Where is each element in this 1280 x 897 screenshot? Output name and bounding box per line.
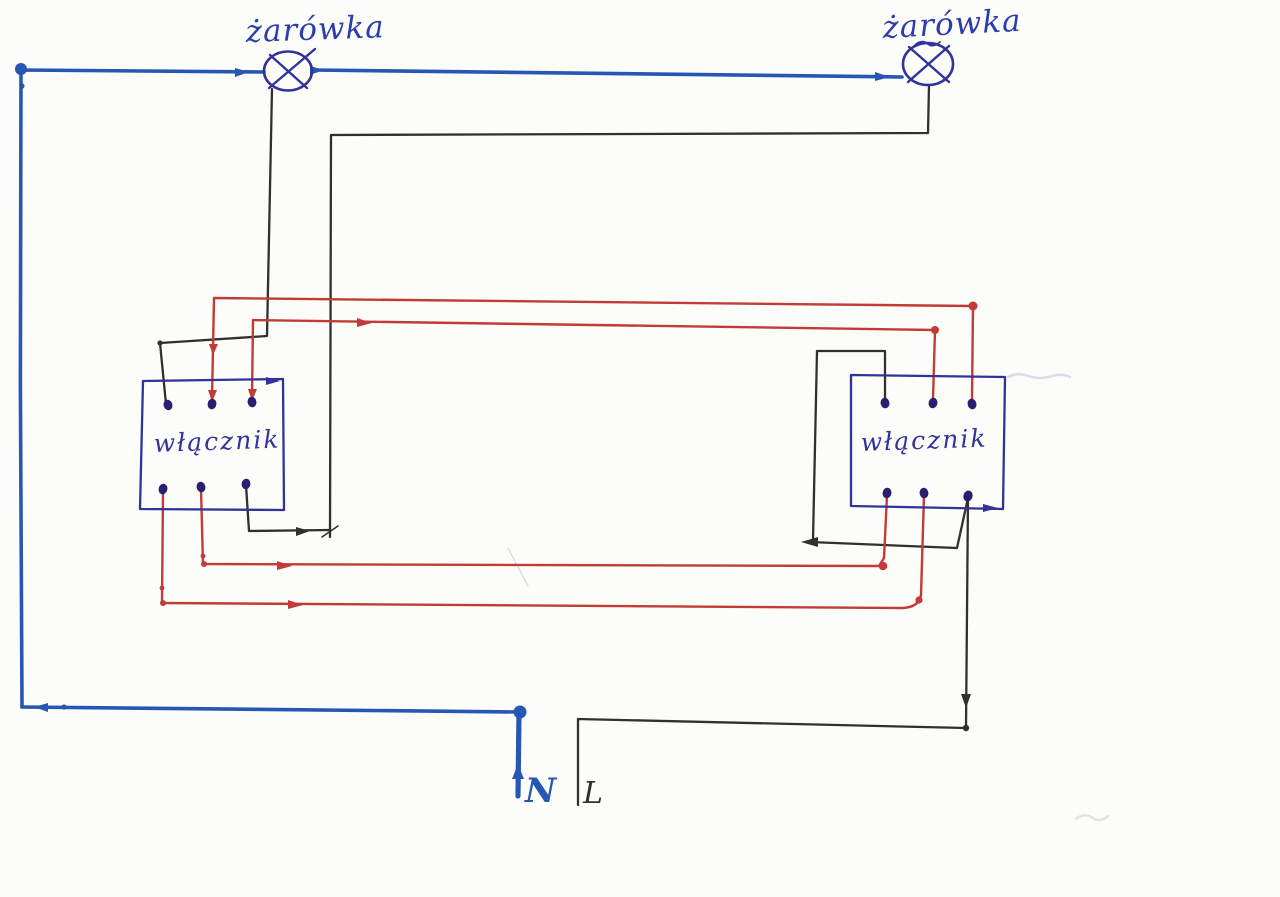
bulb-right-label: żarówka	[881, 3, 1023, 46]
red-arrowhead	[288, 600, 303, 609]
red-arrowhead	[248, 389, 257, 401]
navy-box-markers	[266, 377, 998, 512]
switch-right-box	[849, 373, 1007, 511]
switch-right-terminal-top-3	[967, 398, 977, 410]
black-junction-dot	[962, 724, 970, 732]
red-arrowhead	[208, 390, 217, 402]
red-ink-blob	[201, 561, 207, 567]
pencil-line-artifact	[507, 547, 529, 587]
bulb-right-cross	[906, 44, 951, 84]
corner-overshoot-tick	[321, 525, 339, 538]
blue-arrowhead	[235, 68, 249, 77]
blue-arrowhead	[34, 703, 48, 712]
navy-arrowhead	[266, 377, 280, 385]
blue-ink-blob	[19, 83, 25, 89]
switch-right-terminal-bottom-1	[882, 487, 892, 499]
red-arrowhead	[357, 318, 372, 327]
blue-wire-markers	[15, 63, 890, 779]
blue-corner-junction-dot	[15, 63, 27, 75]
switch-right-terminal-bottom-2	[919, 487, 929, 499]
neutral-junction-dot	[513, 705, 527, 719]
red-arrowhead	[209, 344, 218, 355]
neutral-terminal-drop-wire	[515, 708, 522, 799]
switch-right-terminal-bottom-3	[963, 490, 973, 502]
switch-left-terminal-bottom-1	[158, 483, 168, 495]
black-corner-dot	[157, 340, 163, 346]
bulb-left-symbol	[262, 50, 314, 92]
red-ink-blob	[200, 553, 206, 559]
red-corner-dot	[915, 596, 923, 604]
switch-left-terminal-top-3	[247, 396, 257, 408]
switch-right-terminal-top-1	[880, 397, 890, 409]
black-wire-markers	[157, 340, 971, 732]
black-arrowhead	[296, 527, 310, 536]
switch-left-box	[138, 377, 286, 512]
switch-boxes-and-bulbs	[138, 40, 1007, 512]
traveler-top-inner-wire	[250, 318, 937, 401]
pencil-scribble-artifact	[1006, 373, 1072, 380]
bulb-left-label: żarówka	[244, 9, 385, 50]
neutral-bottom-wire	[20, 705, 522, 714]
black-arrowhead	[801, 537, 818, 547]
blue-ink-blob	[61, 704, 67, 710]
neutral-terminal-label: N	[524, 771, 558, 811]
red-ink-blob	[159, 585, 165, 591]
smudge-artifact	[1074, 814, 1110, 822]
red-arrowhead	[277, 561, 292, 570]
red-wire-markers	[159, 301, 978, 609]
blue-arrowhead	[875, 72, 890, 81]
bulb-right-squiggle	[914, 40, 941, 47]
line-terminal-label: L	[582, 776, 603, 811]
neutral-top-wire	[310, 68, 904, 79]
black-arrowhead	[961, 694, 971, 708]
red-ink-blob	[160, 600, 166, 606]
switch-left-terminal-top-2	[207, 398, 217, 410]
switch-right-terminal-top-2	[928, 397, 938, 409]
line-feed-wire	[576, 495, 970, 807]
switch-left-terminal-bottom-2	[196, 481, 206, 493]
scan-artifacts	[507, 373, 1110, 822]
blue-arrowhead	[310, 66, 324, 75]
red-corner-dot	[968, 301, 978, 311]
bulb-left-cross	[267, 47, 317, 90]
phase-junction-wire	[808, 496, 970, 550]
black-phase-wires	[158, 83, 970, 807]
switch-terminals	[158, 396, 977, 502]
red-corner-dot	[878, 561, 888, 571]
navy-arrowhead	[983, 504, 998, 512]
switch-left-label: włącznik	[153, 425, 281, 458]
bulb-right-down-wire	[328, 83, 931, 539]
switch-right-label: włącznik	[860, 424, 988, 457]
switch-left-terminal-bottom-3	[241, 478, 251, 490]
red-corner-dot	[931, 326, 939, 334]
neutral-left-loop-wire	[18, 68, 266, 709]
blue-arrowhead	[512, 764, 524, 779]
switch-left-terminal-top-1	[163, 399, 173, 411]
traveler-bottom-lower-wire	[160, 489, 926, 610]
blue-neutral-wires	[18, 68, 904, 799]
